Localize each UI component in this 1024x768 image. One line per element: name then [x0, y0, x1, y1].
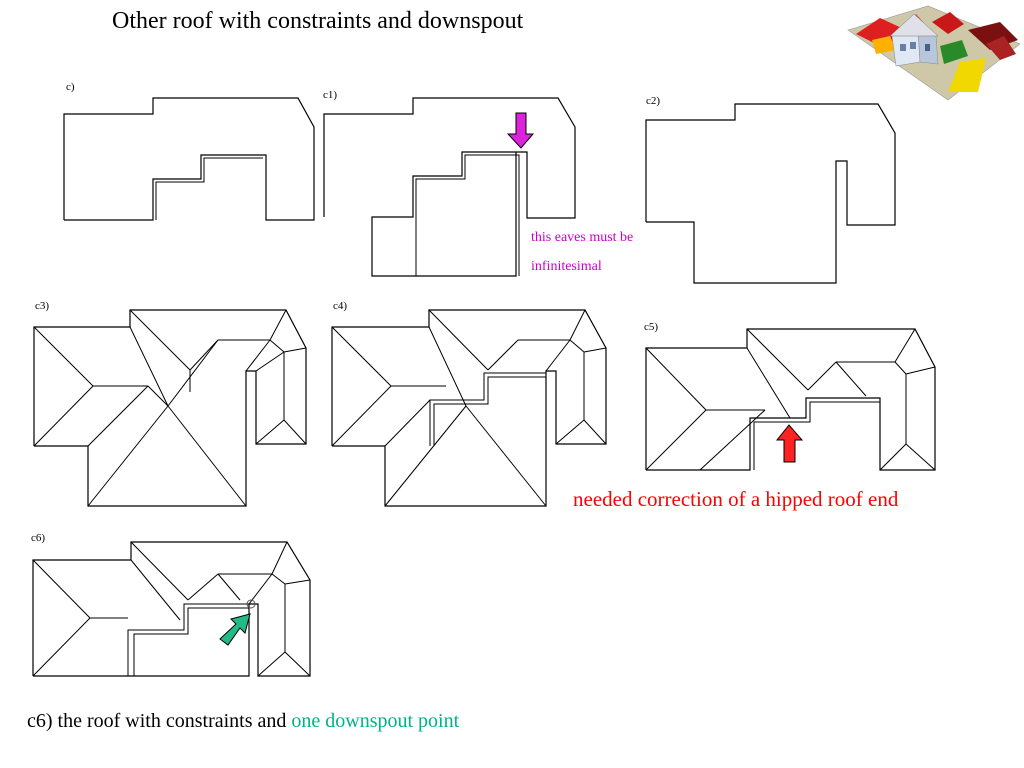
hip-correction-note: needed correction of a hipped roof end	[573, 487, 899, 511]
eaves-note-line1: this eaves must be	[531, 230, 634, 245]
panel-label-c2: c2)	[646, 95, 661, 107]
arrow-down-icon	[506, 112, 535, 149]
roof-outline-c2	[645, 103, 896, 284]
panel-label-c3: c3)	[35, 300, 50, 312]
roof-outline-c	[63, 97, 315, 221]
roof-outline-c1	[323, 97, 576, 277]
page-title: Other roof with constraints and downspou…	[112, 8, 524, 34]
arrow-up-right-icon	[219, 613, 251, 646]
roof-plan-c6	[32, 541, 311, 677]
house-roofs-logo	[847, 5, 1021, 101]
panel-label-c4: c4)	[333, 300, 348, 312]
roof-plan-c3	[33, 309, 307, 507]
caption-highlight: one downspout point	[291, 710, 460, 732]
caption: c6) the roof with constraints and one do…	[27, 710, 459, 733]
panel-label-c1: c1)	[323, 89, 338, 101]
eaves-note-line2: infinitesimal	[531, 259, 602, 274]
roof-plan-c4	[331, 309, 607, 507]
roof-plan-c5	[645, 328, 936, 471]
panel-label-c5: c5)	[644, 321, 659, 333]
panel-label-c6: c6)	[31, 532, 46, 544]
panel-label-c: c)	[66, 81, 75, 93]
arrow-up-icon	[775, 424, 804, 463]
caption-prefix: c6) the roof with constraints and	[27, 710, 292, 732]
